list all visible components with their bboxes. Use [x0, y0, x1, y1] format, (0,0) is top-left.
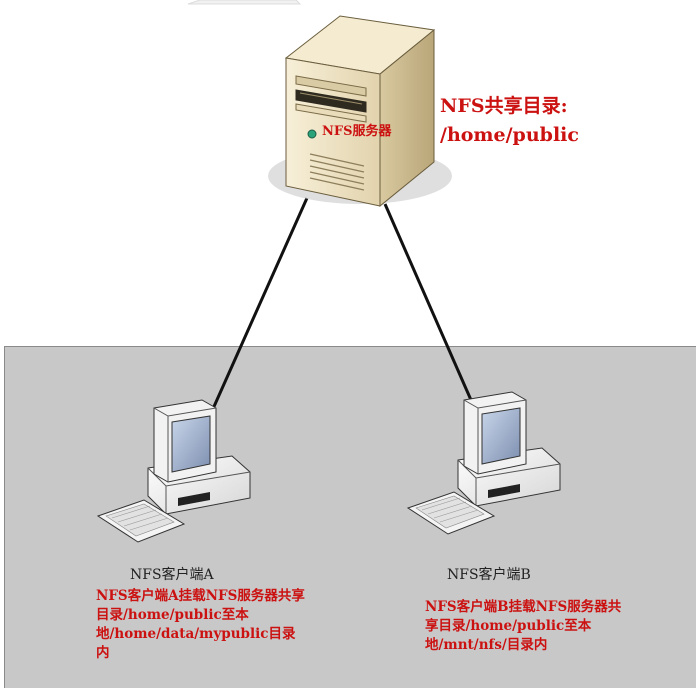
link-server-client-b — [383, 203, 480, 417]
client-a-name-label: NFS客户端A — [130, 567, 214, 583]
server-name-label: NFS服务器 — [322, 124, 392, 139]
client-b-description: NFS客户端B挂载NFS服务器共享目录/home/public至本地/mnt/n… — [425, 599, 622, 653]
client-a-computer-icon — [96, 399, 251, 543]
client-b-name-label: NFS客户端B — [447, 567, 531, 583]
server-icon — [268, 15, 452, 208]
top-fragment — [187, 0, 302, 5]
client-b-computer-icon — [406, 391, 561, 535]
share-directory-label: NFS共享目录: /home/public — [440, 95, 579, 146]
link-server-client-a — [206, 197, 309, 421]
client-a-description: NFS客户端A挂载NFS服务器共享目录/home/public至本地/home/… — [96, 588, 305, 661]
